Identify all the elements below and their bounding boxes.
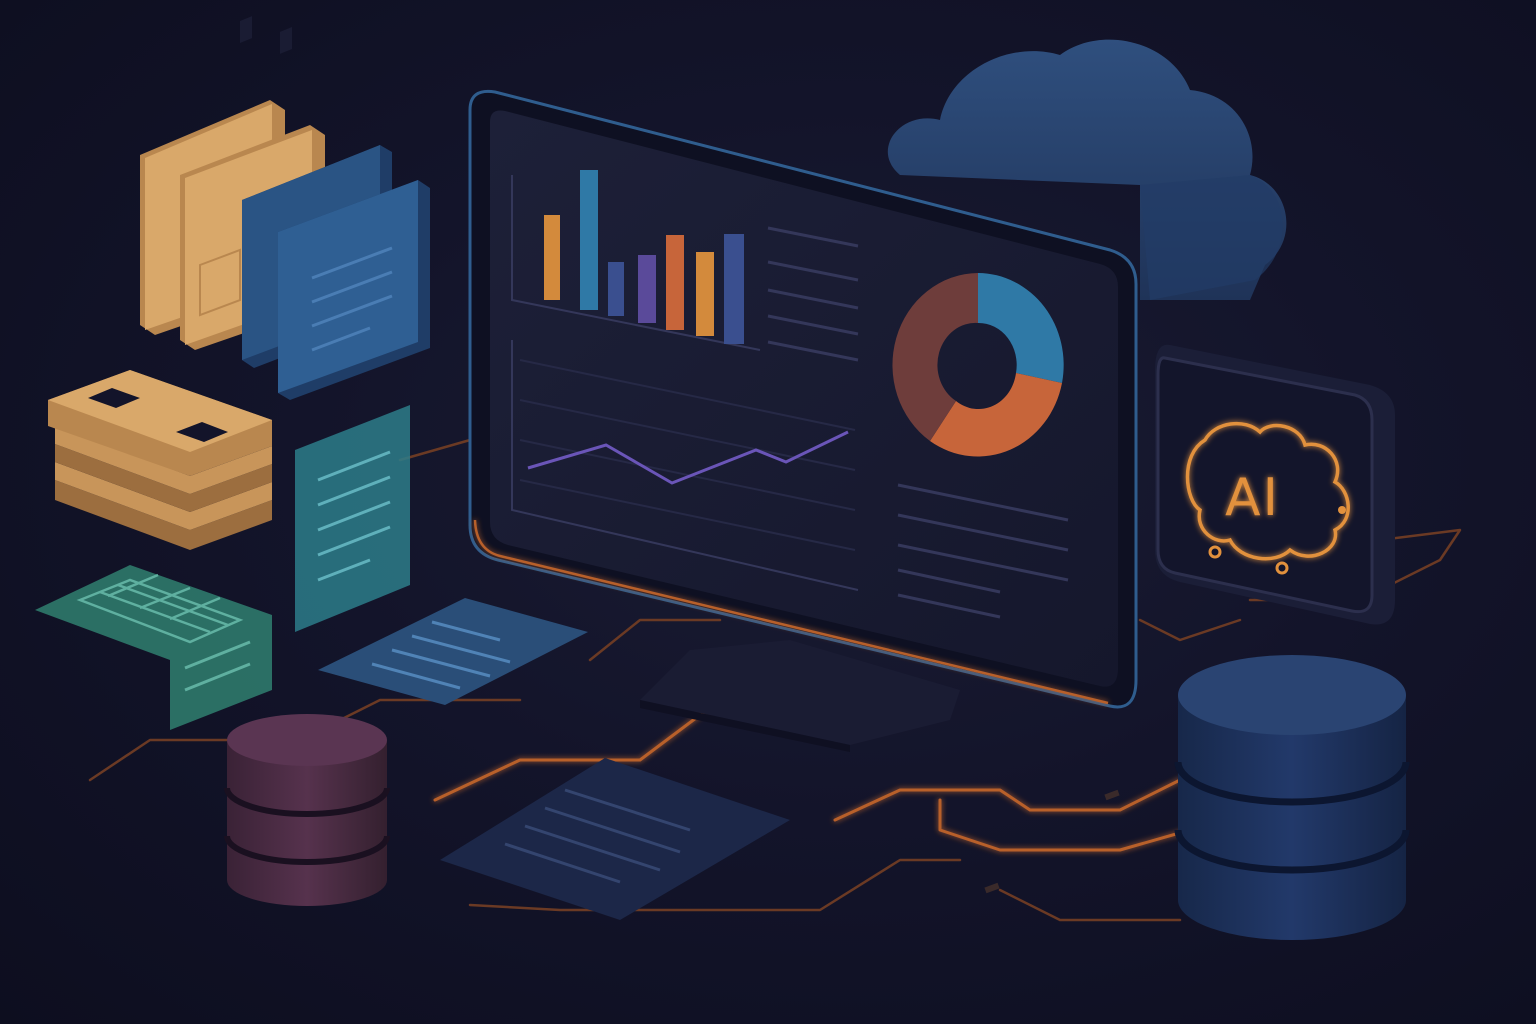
database-icon bbox=[1174, 655, 1410, 940]
database-icon bbox=[224, 714, 390, 906]
bar-chart bbox=[544, 170, 744, 344]
text-lines bbox=[767, 226, 859, 362]
donut-chart bbox=[892, 273, 1064, 457]
ai-brain-icon: AI bbox=[1155, 344, 1395, 625]
spreadsheet-icon bbox=[35, 565, 272, 730]
document-icon bbox=[295, 405, 410, 632]
monitor-icon bbox=[468, 89, 1138, 709]
monitor-stand bbox=[640, 640, 960, 752]
bar bbox=[696, 252, 714, 336]
bar bbox=[608, 262, 624, 316]
text-lines bbox=[897, 483, 1069, 619]
bar bbox=[544, 215, 560, 300]
bar bbox=[638, 255, 656, 323]
bar bbox=[580, 170, 598, 310]
bar bbox=[724, 234, 744, 344]
document-icon bbox=[242, 145, 430, 400]
circuit-lines bbox=[88, 438, 1462, 922]
ai-label: AI bbox=[1225, 468, 1280, 528]
accent-marks bbox=[984, 789, 1120, 894]
cloud-icon bbox=[887, 39, 1287, 300]
document-icon bbox=[440, 758, 790, 920]
bar bbox=[666, 235, 684, 330]
line-chart bbox=[527, 430, 849, 485]
file-folder-icon bbox=[48, 370, 272, 550]
document-icon bbox=[318, 598, 588, 705]
